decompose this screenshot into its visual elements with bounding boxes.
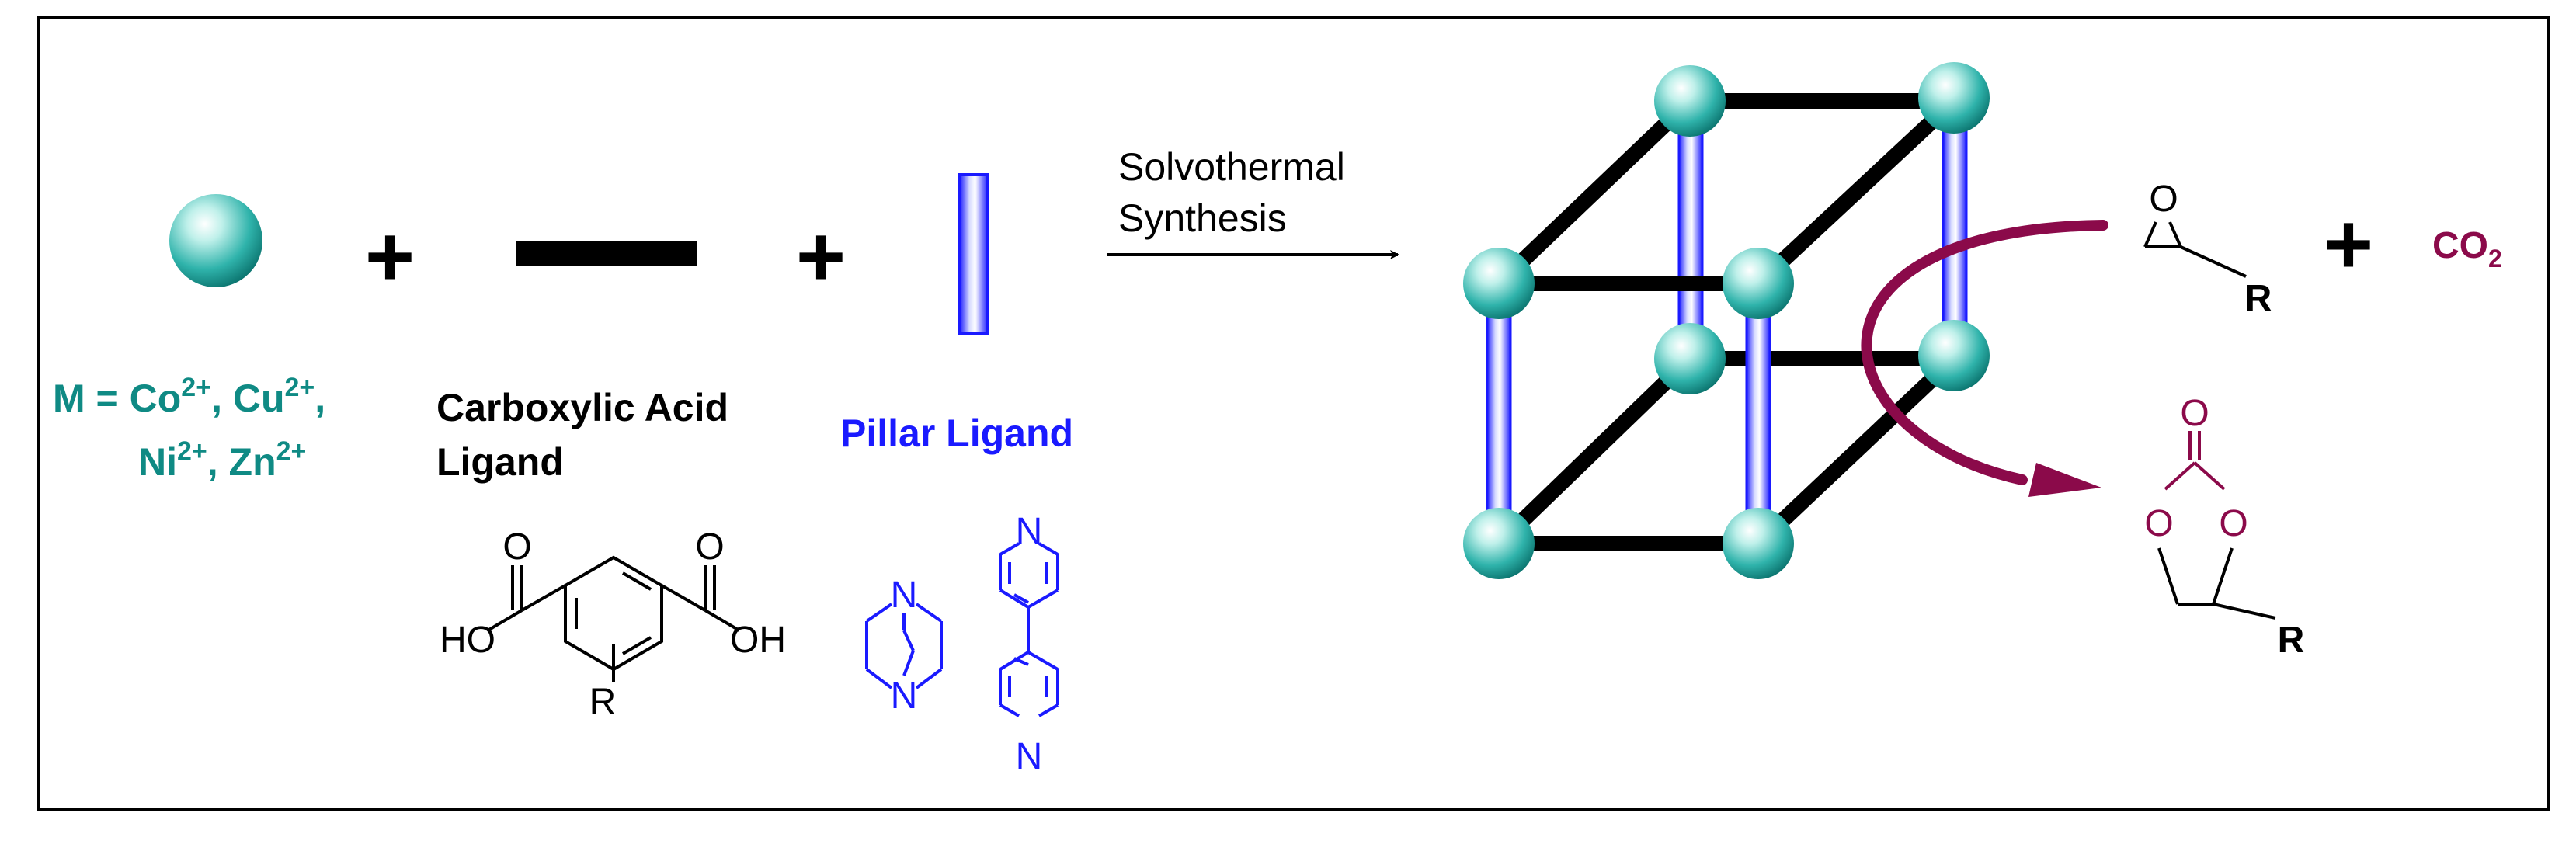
- arrow-label-line2: Synthesis: [1118, 196, 1287, 240]
- epoxide-structure: [2143, 221, 2247, 278]
- plus-sign-2: +: [796, 209, 846, 304]
- cube-pillar-front-right: [1745, 297, 1771, 533]
- plus-sign-1: +: [365, 209, 415, 304]
- cube-node-back-bottom-left: [1654, 323, 1726, 394]
- cube-pillar-back-left: [1677, 115, 1704, 351]
- cyclic-carbonate-structure: [2157, 431, 2276, 620]
- bipyridine-n-top: N: [1016, 511, 1043, 552]
- carboxylic-r-group: R: [589, 682, 617, 723]
- cube-node-front-bottom-right: [1723, 508, 1794, 579]
- metal-label-line2: Ni2+, Zn2+: [138, 436, 306, 484]
- pillar-ligand-rod: [958, 173, 989, 335]
- carbonate-o-top: O: [2180, 393, 2209, 434]
- dabco-structure: [865, 603, 943, 689]
- cube-pillar-front-left: [1486, 297, 1512, 533]
- terephthalic-acid-structure: [486, 555, 741, 682]
- catalysis-arrowhead: [2028, 463, 2101, 497]
- carboxylic-label-line1: Carboxylic Acid: [436, 386, 728, 429]
- catalysis-curved-arrow: [1861, 220, 2108, 485]
- carboxylic-ho-left: HO: [440, 620, 495, 661]
- epoxide-o: O: [2149, 179, 2178, 220]
- carboxylic-o-left: O: [502, 526, 531, 568]
- co2-label: CO2: [2432, 225, 2502, 273]
- cube-node-back-top-right: [1918, 62, 1990, 134]
- dabco-n-top: N: [891, 575, 918, 616]
- metal-node-sphere: [169, 194, 262, 287]
- carboxylate-linker-bar: [516, 241, 697, 266]
- metal-label-line1: M = Co2+, Cu2+,: [53, 373, 325, 420]
- cube-pillar-back-right: [1942, 115, 1968, 351]
- cube-node-front-top-right: [1723, 248, 1794, 319]
- plus-sign-3: +: [2324, 196, 2373, 292]
- cube-black-edges-front: [1491, 93, 1962, 551]
- carboxylic-oh-right: OH: [730, 620, 786, 661]
- epoxide-r: R: [2245, 278, 2272, 319]
- carbonate-o-right: O: [2219, 503, 2247, 544]
- carbonate-r: R: [2278, 620, 2305, 661]
- carboxylic-o-right: O: [695, 526, 724, 568]
- outer-frame: [37, 16, 2550, 811]
- arrow-label-line1: Solvothermal: [1118, 145, 1345, 189]
- cube-black-edges-back: [1491, 93, 1962, 551]
- cube-node-front-top-left: [1463, 248, 1535, 319]
- bipyridine-n-bottom: N: [1016, 736, 1043, 777]
- bipyridine-structure: [999, 542, 1059, 717]
- cube-node-back-top-left: [1654, 65, 1726, 137]
- cube-node-back-bottom-right: [1918, 320, 1990, 391]
- cube-node-front-bottom-left: [1463, 508, 1535, 579]
- carbonate-o-left: O: [2144, 503, 2173, 544]
- pillar-label: Pillar Ligand: [840, 412, 1073, 455]
- carboxylic-label-line2: Ligand: [436, 440, 564, 484]
- dabco-n-bottom: N: [891, 676, 918, 717]
- mof-cube: [1463, 62, 1990, 579]
